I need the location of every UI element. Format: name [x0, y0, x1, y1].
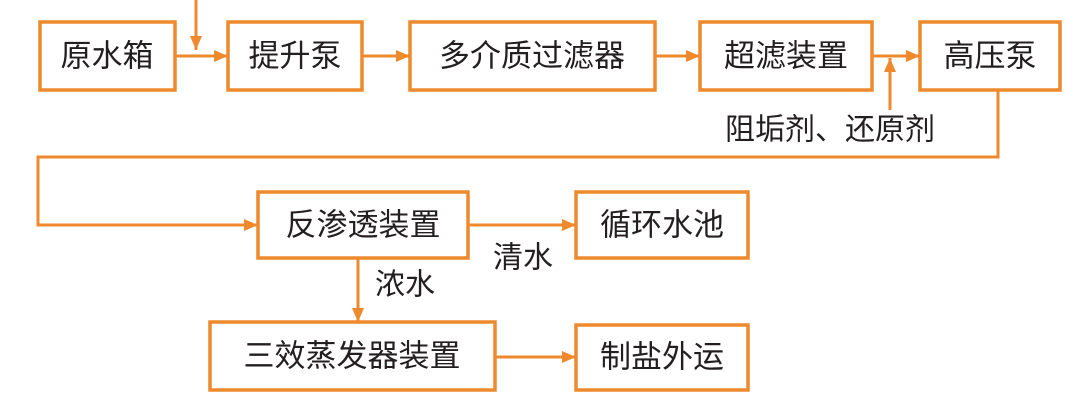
- node-label: 高压泵: [944, 39, 1037, 74]
- node-label: 制盐外运: [600, 340, 724, 375]
- node-box: [698, 20, 874, 92]
- clear-water-label: 清水: [493, 242, 553, 275]
- node-multimedia-filter: 多介质过滤器: [408, 20, 657, 92]
- node-salt-export: 制盐外运: [574, 323, 750, 392]
- node-box: [226, 20, 364, 92]
- node-label: 超滤装置: [724, 39, 848, 74]
- node-box: [918, 20, 1062, 92]
- node-reverse-osmosis: 反渗透装置: [256, 190, 470, 260]
- node-label: 提升泵: [249, 39, 342, 74]
- additives-label: 阻垢剂、还原剂: [725, 114, 935, 147]
- node-label: 原水箱: [61, 39, 154, 74]
- node-box: [256, 190, 470, 260]
- node-raw-water-tank: 原水箱: [38, 20, 177, 92]
- node-box: [574, 323, 750, 392]
- node-high-pressure-pump: 高压泵: [918, 20, 1062, 92]
- concentrate-label: 浓水: [375, 269, 435, 302]
- node-circulating-pool: 循环水池: [574, 190, 750, 260]
- node-label: 反渗透装置: [286, 208, 441, 243]
- node-label: 三效蒸发器装置: [244, 339, 461, 374]
- node-box: [574, 190, 750, 260]
- node-box: [38, 20, 177, 92]
- edge-hp-pump-to-reverse-osmosis: [36, 90, 1000, 231]
- node-box: [208, 320, 497, 392]
- node-ultrafiltration: 超滤装置: [698, 20, 874, 92]
- node-box: [408, 20, 657, 92]
- node-label: 多介质过滤器: [439, 39, 625, 74]
- node-label: 循环水池: [600, 208, 724, 243]
- node-lift-pump: 提升泵: [226, 20, 364, 92]
- node-triple-effect-evaporator: 三效蒸发器装置: [208, 320, 497, 392]
